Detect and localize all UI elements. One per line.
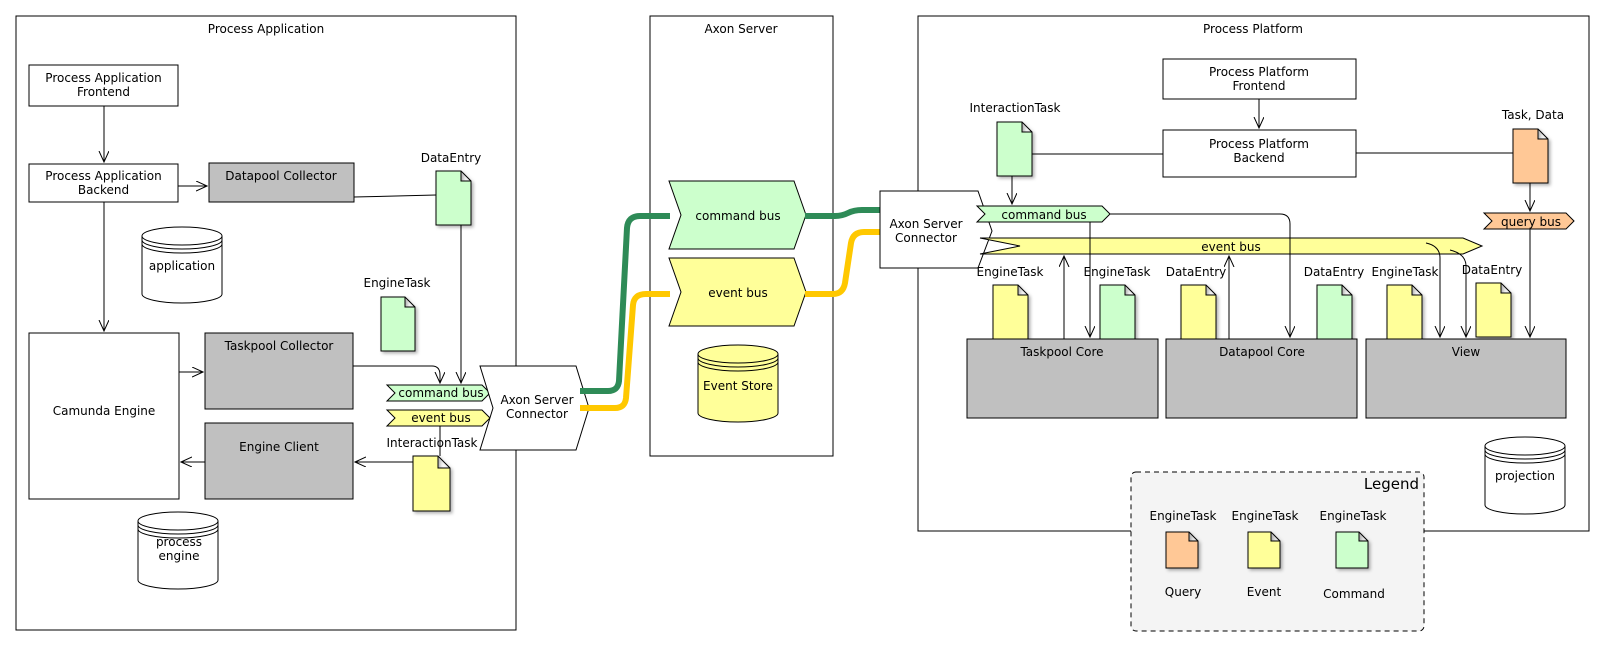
pa-command-bus-label: command bus <box>398 386 483 400</box>
event-bus-link-left <box>580 291 670 411</box>
process-application-title: Process Application <box>208 22 324 36</box>
axon-event-bus-label: event bus <box>708 286 767 300</box>
pp-frontend-line1: Process Platform <box>1209 65 1309 79</box>
pa-axon-server-connector: Axon Server Connector <box>479 365 590 451</box>
legend-event-label: EngineTask <box>1231 509 1298 523</box>
process-engine-database: process engine <box>137 511 219 590</box>
event-store-database: Event Store <box>697 344 779 423</box>
pp-frontend-box: Process Platform Frontend <box>1162 58 1357 100</box>
legend-command-caption: Command <box>1323 587 1385 601</box>
pp-query-bus: query bus <box>1482 212 1575 230</box>
event-bus-link-right <box>805 229 882 297</box>
legend-query-label: EngineTask <box>1149 509 1216 523</box>
engine-client-label: Engine Client <box>239 440 319 454</box>
axon-event-bus: event bus <box>668 257 807 327</box>
pp-doc-label-4: DataEntry <box>1304 265 1365 279</box>
pp-enginetask-event-document-icon <box>992 284 1029 340</box>
pp-dataentry-command-document-icon <box>1316 284 1353 340</box>
datapool-core: Datapool Core <box>1165 338 1358 419</box>
legend: Legend EngineTask Query EngineTask Event… <box>1130 471 1425 632</box>
pp-event-bus-label: event bus <box>1201 240 1260 254</box>
camunda-engine-label: Camunda Engine <box>53 404 156 418</box>
view-component: View <box>1365 338 1567 419</box>
taskpool-core-label: Taskpool Core <box>1019 345 1103 359</box>
projection-db-label: projection <box>1495 469 1555 483</box>
pa-event-bus-label: event bus <box>411 411 470 425</box>
pa-frontend-line2: Frontend <box>77 85 130 99</box>
pp-connector-line2: Connector <box>895 231 957 245</box>
datapool-core-label: Datapool Core <box>1219 345 1305 359</box>
pa-arrows <box>104 106 461 462</box>
pp-connector-line1: Axon Server <box>889 217 962 231</box>
pa-event-bus: event bus <box>385 409 491 427</box>
taskpool-collector: Taskpool Collector <box>204 332 354 410</box>
event-store-label: Event Store <box>703 379 773 393</box>
projection-database: projection <box>1484 436 1566 515</box>
pp-doc-label-3: DataEntry <box>1166 265 1227 279</box>
process-platform-title: Process Platform <box>1203 22 1303 36</box>
pp-frontend-line2: Frontend <box>1233 79 1286 93</box>
pa-interactiontask-label: InteractionTask <box>386 436 477 450</box>
pp-backend-line1: Process Platform <box>1209 137 1309 151</box>
pp-taskdata-document-icon <box>1512 128 1549 184</box>
pp-dataentry-view-document-icon <box>1475 282 1512 338</box>
pp-backend-line2: Backend <box>1233 151 1284 165</box>
taskpool-core: Taskpool Core <box>966 338 1159 419</box>
pp-enginetask-command-document-icon <box>1099 284 1136 340</box>
pp-backend-box: Process Platform Backend <box>1162 129 1357 178</box>
pp-doc-label-5: EngineTask <box>1371 265 1438 279</box>
pa-dataentry-document-icon <box>435 170 472 226</box>
pp-event-bus: event bus <box>979 237 1484 255</box>
command-bus-link-left <box>580 213 670 394</box>
pa-interactiontask-document-icon <box>412 455 451 512</box>
axon-server-title: Axon Server <box>704 22 777 36</box>
camunda-engine: Camunda Engine <box>28 332 180 500</box>
pp-axon-server-connector: Axon Server Connector <box>879 190 993 269</box>
pa-dataentry-label: DataEntry <box>421 151 482 165</box>
pa-backend-line2: Backend <box>78 183 129 197</box>
pp-arrows <box>1012 99 1530 339</box>
datapool-collector-label: Datapool Collector <box>225 169 337 183</box>
pp-command-bus-label: command bus <box>1001 208 1086 222</box>
legend-event-document-icon <box>1247 531 1281 569</box>
pa-backend-box: Process Application Backend <box>28 163 179 203</box>
pp-query-bus-label: query bus <box>1501 215 1561 229</box>
view-label: View <box>1452 345 1481 359</box>
pa-frontend-line1: Process Application <box>45 71 161 85</box>
pa-connector-line1: Axon Server <box>500 393 573 407</box>
pp-enginetask-view-document-icon <box>1386 284 1423 340</box>
datapool-collector: Datapool Collector <box>208 162 355 203</box>
pp-dataentry-event-document-icon <box>1180 284 1217 340</box>
axon-command-bus-label: command bus <box>695 209 780 223</box>
pa-backend-line1: Process Application <box>45 169 161 183</box>
engine-client: Engine Client <box>204 422 354 500</box>
pp-doc-label-2: EngineTask <box>1083 265 1150 279</box>
legend-command-label: EngineTask <box>1319 509 1386 523</box>
legend-command-document-icon <box>1335 531 1369 569</box>
application-db-label: application <box>149 259 215 273</box>
legend-event-caption: Event <box>1247 585 1282 599</box>
pa-command-bus: command bus <box>385 384 491 402</box>
pp-doc-label-1: EngineTask <box>976 265 1043 279</box>
legend-query-caption: Query <box>1165 585 1201 599</box>
pp-doc-label-6: DataEntry <box>1462 263 1523 277</box>
process-platform-frame <box>917 15 1590 532</box>
pa-connector-line2: Connector <box>506 407 568 421</box>
taskpool-collector-label: Taskpool Collector <box>224 339 334 353</box>
pp-interactiontask-label: InteractionTask <box>969 101 1060 115</box>
process-engine-db-line2: engine <box>159 549 200 563</box>
process-engine-db-line1: process <box>156 535 202 549</box>
legend-query-document-icon <box>1165 531 1199 569</box>
application-database: application <box>141 226 223 304</box>
legend-title: Legend <box>1364 475 1419 493</box>
axon-command-bus: command bus <box>668 180 807 250</box>
process-application-frame <box>15 15 517 631</box>
pp-command-bus: command bus <box>975 205 1111 223</box>
command-bus-link-right <box>805 207 882 219</box>
pa-enginetask-label: EngineTask <box>363 276 430 290</box>
pa-enginetask-document-icon <box>380 296 416 352</box>
pa-frontend-box: Process Application Frontend <box>28 64 179 107</box>
pp-taskdata-label: Task, Data <box>1501 108 1564 122</box>
